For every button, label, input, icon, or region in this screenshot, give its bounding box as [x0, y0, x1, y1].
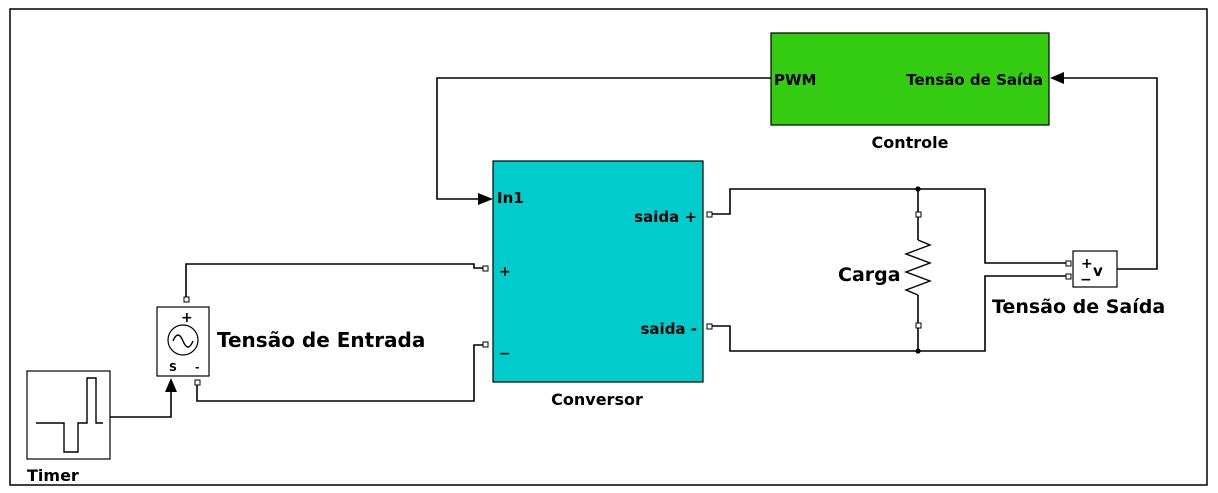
junction-bottom: [915, 348, 921, 354]
timer-block[interactable]: [26, 370, 111, 460]
voltimetro-minus-port: [1065, 273, 1072, 280]
voltimetro-minus-sign: −: [1080, 272, 1092, 288]
fonte-minus-port: [194, 379, 201, 386]
arrow-controle-input: [1050, 72, 1064, 84]
controle-input-port-label: Tensão de Saída: [906, 71, 1043, 89]
conversor-block-name: Conversor: [551, 390, 643, 409]
carga-resistor[interactable]: [904, 189, 932, 351]
timer-waveform-icon: [36, 377, 103, 453]
voltimetro-plus-sign: +: [1081, 256, 1093, 272]
fonte-plus-sign: +: [181, 310, 193, 326]
wire-pwm-to-in1: [436, 77, 771, 200]
wire-fonte-plus-to-conversor-plus: [185, 263, 483, 297]
fonte-minus-label: -: [195, 361, 200, 374]
fonte-plus-port: [183, 296, 190, 303]
controle-block[interactable]: PWM Tensão de Saída: [770, 32, 1050, 126]
fonte-s-label: S: [169, 361, 177, 374]
wire-fonte-minus-to-conversor-minus: [196, 344, 483, 402]
voltimetro-block-name: Tensão de Saída: [992, 296, 1165, 318]
junction-top: [915, 186, 921, 192]
wire-saida-plus: [712, 188, 1066, 264]
wire-saida-minus: [712, 275, 1066, 352]
carga-block-name: Carga: [838, 264, 901, 286]
wire-voltimetro-to-controle: [1064, 77, 1158, 270]
voltimetro-block[interactable]: + − v: [1072, 250, 1118, 288]
sine-wave-icon: [172, 334, 194, 348]
wire-timer-to-fonte: [110, 391, 172, 418]
voltimetro-v-label: v: [1093, 262, 1103, 280]
conversor-minus-port-label: −: [499, 346, 511, 362]
controle-block-name: Controle: [872, 133, 949, 152]
conversor-in1-port-label: In1: [497, 189, 524, 207]
fonte-block-name: Tensão de Entrada: [217, 328, 425, 352]
conversor-saida-plus-port-label: saida +: [634, 208, 697, 226]
conversor-saida-minus-port-label: saida -: [641, 320, 698, 338]
conversor-plus-port-label: +: [499, 264, 511, 280]
voltimetro-plus-port: [1065, 260, 1072, 267]
timer-block-name: Timer: [27, 466, 79, 485]
arrow-fonte-s-input: [165, 378, 177, 392]
arrow-in1: [478, 193, 493, 205]
controle-output-port-label: PWM: [774, 71, 816, 89]
conversor-block[interactable]: In1 + − saida + saida -: [492, 160, 704, 383]
fonte-ac-block[interactable]: + S -: [156, 306, 210, 377]
